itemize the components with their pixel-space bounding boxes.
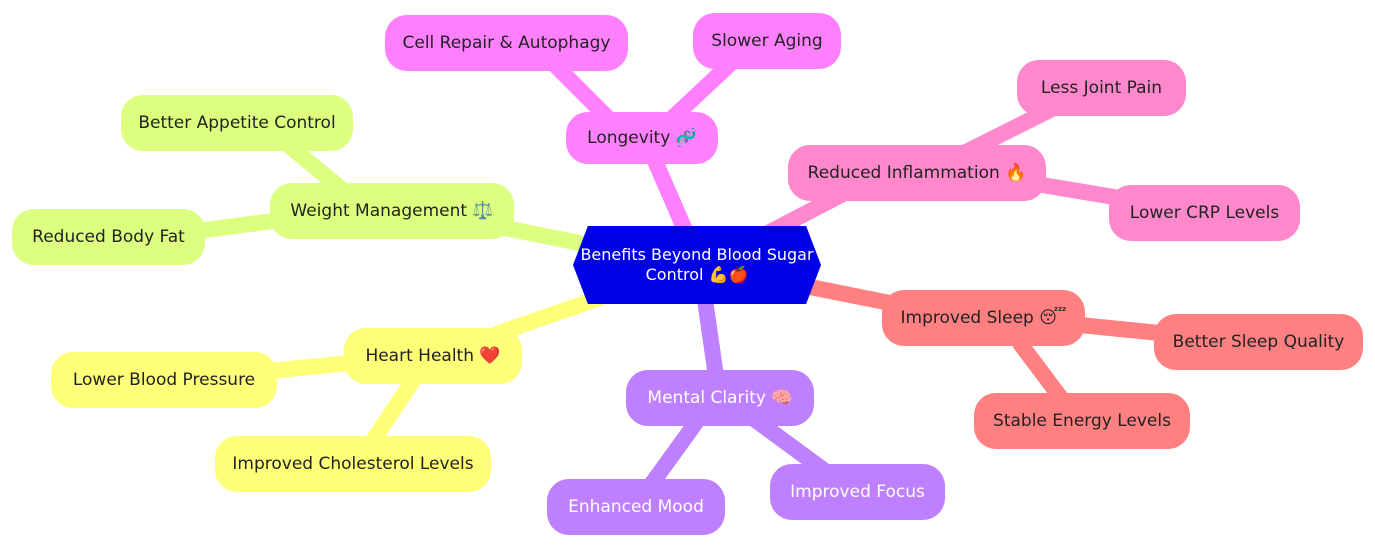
root-label: Benefits Beyond Blood Sugar Control 💪🍎	[580, 245, 814, 284]
leaf-sleep-quality-label: Better Sleep Quality	[1172, 331, 1345, 352]
branch-weight-label: Weight Management ⚖️	[290, 200, 494, 221]
leaf-body-fat-label: Reduced Body Fat	[32, 226, 185, 247]
leaf-crp-label: Lower CRP Levels	[1129, 202, 1280, 223]
leaf-joint-pain[interactable]: Less Joint Pain	[1017, 60, 1186, 116]
leaf-blood-pressure-label: Lower Blood Pressure	[72, 369, 256, 390]
leaf-crp[interactable]: Lower CRP Levels	[1109, 185, 1300, 241]
leaf-blood-pressure[interactable]: Lower Blood Pressure	[51, 352, 277, 408]
leaf-cell-repair-label: Cell Repair & Autophagy	[402, 32, 611, 53]
leaf-mood-label: Enhanced Mood	[568, 496, 704, 517]
leaf-joint-pain-label: Less Joint Pain	[1040, 77, 1163, 98]
leaf-energy-label: Stable Energy Levels	[993, 410, 1171, 431]
leaf-slower-aging[interactable]: Slower Aging	[693, 13, 841, 69]
branch-sleep[interactable]: Improved Sleep 😴	[882, 290, 1085, 346]
leaf-appetite[interactable]: Better Appetite Control	[121, 95, 353, 151]
leaf-sleep-quality[interactable]: Better Sleep Quality	[1154, 314, 1363, 370]
branch-mental[interactable]: Mental Clarity 🧠	[626, 370, 814, 426]
leaf-mood[interactable]: Enhanced Mood	[547, 479, 725, 535]
branch-weight[interactable]: Weight Management ⚖️	[270, 183, 514, 239]
leaf-focus-label: Improved Focus	[790, 481, 925, 502]
leaf-cell-repair[interactable]: Cell Repair & Autophagy	[385, 15, 628, 71]
branch-mental-label: Mental Clarity 🧠	[647, 387, 793, 408]
branch-inflammation-label: Reduced Inflammation 🔥	[807, 162, 1027, 183]
leaf-cholesterol-label: Improved Cholesterol Levels	[232, 453, 474, 474]
leaf-appetite-label: Better Appetite Control	[138, 112, 336, 133]
root-node[interactable]: Benefits Beyond Blood Sugar Control 💪🍎	[573, 226, 821, 304]
leaf-focus[interactable]: Improved Focus	[770, 464, 945, 520]
leaf-slower-aging-label: Slower Aging	[711, 30, 823, 51]
branch-longevity-label: Longevity 🧬	[587, 127, 697, 148]
leaf-body-fat[interactable]: Reduced Body Fat	[12, 209, 205, 265]
branch-sleep-label: Improved Sleep 😴	[900, 307, 1067, 328]
branch-heart[interactable]: Heart Health ❤️	[344, 328, 522, 384]
branch-inflammation[interactable]: Reduced Inflammation 🔥	[788, 145, 1046, 201]
leaf-cholesterol[interactable]: Improved Cholesterol Levels	[215, 436, 491, 492]
branch-heart-label: Heart Health ❤️	[365, 345, 501, 366]
leaf-energy[interactable]: Stable Energy Levels	[974, 393, 1190, 449]
branch-longevity[interactable]: Longevity 🧬	[566, 112, 718, 164]
